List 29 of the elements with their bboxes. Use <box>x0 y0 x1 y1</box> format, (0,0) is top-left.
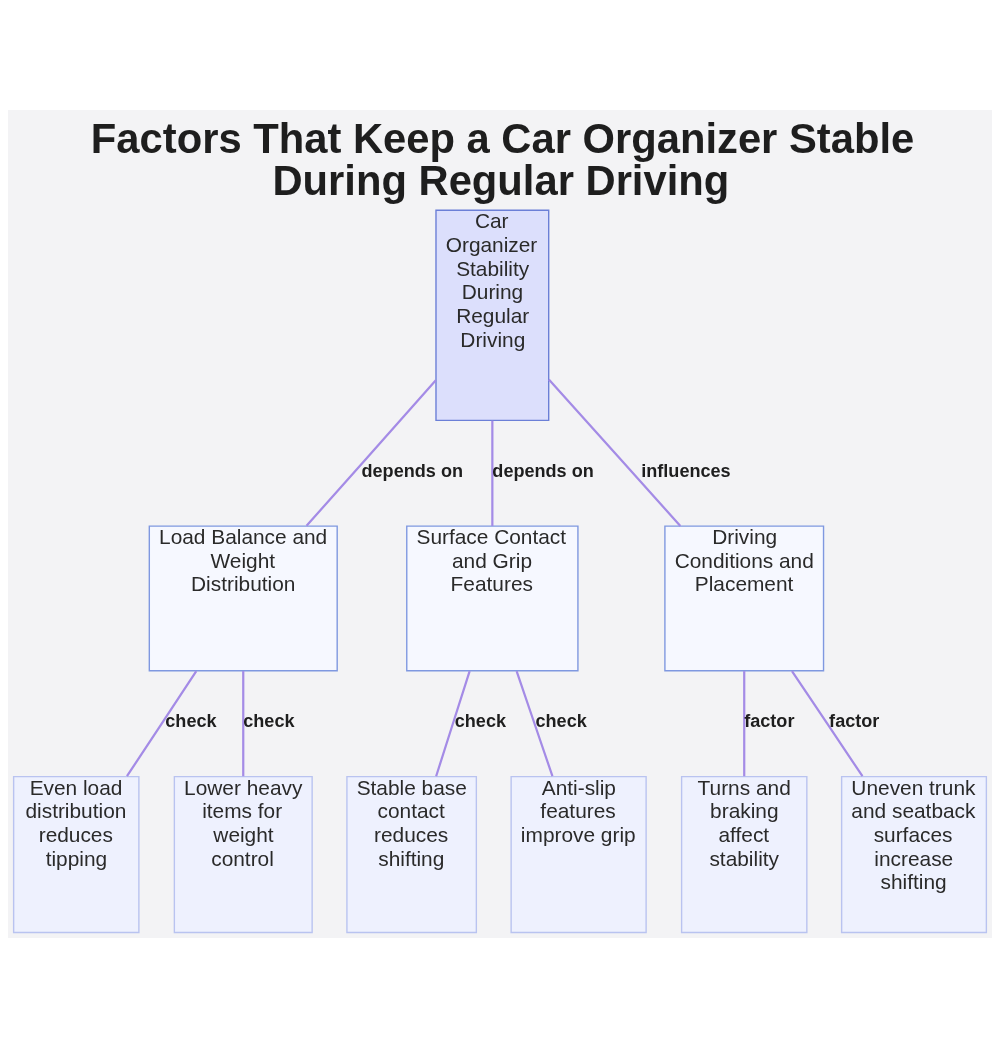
edge-label: influences <box>641 460 731 481</box>
connector <box>743 671 746 777</box>
edge-label: check <box>165 711 217 732</box>
edge-label: check <box>454 711 507 732</box>
node-box: Even load distribution reduces tipping <box>12 775 140 934</box>
node-box: Surface Contact and Grip Features <box>406 525 579 672</box>
edge-label: check <box>535 711 587 732</box>
connector <box>548 378 682 527</box>
connector <box>242 671 245 777</box>
connector <box>791 670 864 777</box>
node-box: Driving Conditions and Placement <box>664 525 825 672</box>
node-box: Stable base contact reduces shifting <box>346 775 478 934</box>
connector <box>435 670 471 777</box>
node-box: Turns and braking affect stability <box>680 775 808 934</box>
edge-label: depends on <box>492 460 594 481</box>
edge-label: depends on <box>361 460 463 481</box>
connector <box>305 379 437 527</box>
node-box: Load Balance and Weight Distribution <box>148 525 338 672</box>
node-box: Car Organizer Stability During Regular Driving <box>435 209 550 422</box>
edge-label: factor <box>744 711 795 732</box>
edge-label: factor <box>829 711 880 732</box>
node-box: Uneven trunk and seatback surfaces increase shifting <box>840 775 988 934</box>
diagram-title: Factors That Keep a Car Organizer Stable During Regular Driving <box>90 115 915 204</box>
connector <box>126 670 198 777</box>
connector <box>491 420 494 526</box>
node-box: Anti-slip features improve grip <box>510 775 647 934</box>
edge-label: check <box>243 711 295 732</box>
connector <box>515 670 554 777</box>
node-box: Lower heavy items for weight control <box>173 775 313 934</box>
